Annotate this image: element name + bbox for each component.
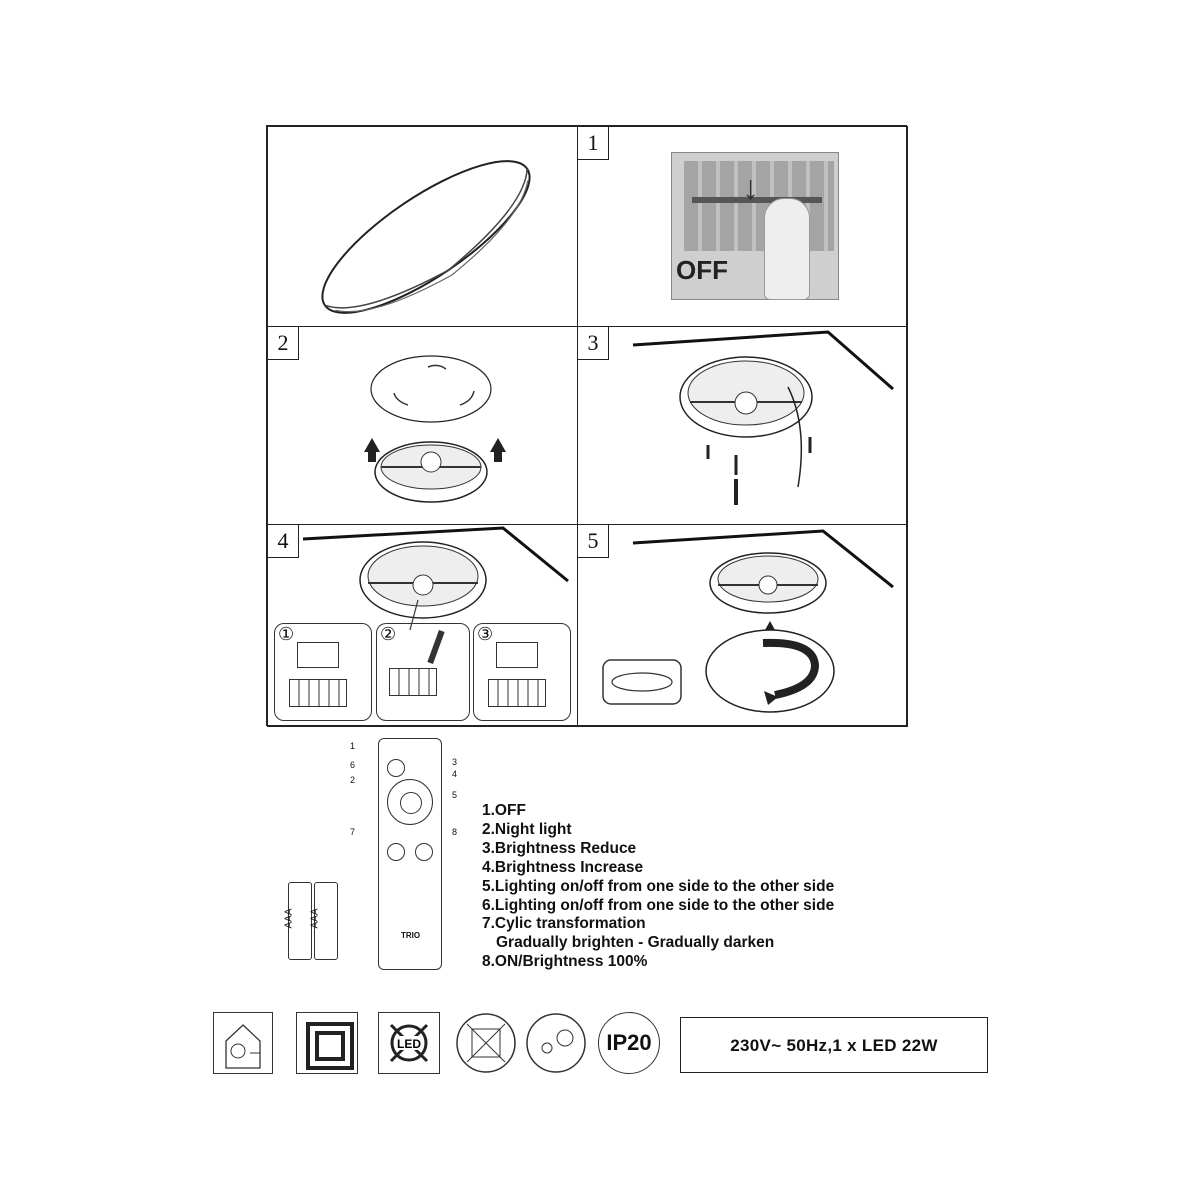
battery-label: AAA: [283, 908, 295, 929]
substep-1: ①: [274, 623, 372, 721]
protection-class-ii-icon: [296, 1012, 358, 1074]
substep-number: ③: [477, 624, 494, 644]
electrical-spec: 230V~ 50Hz,1 x LED 22W: [680, 1017, 988, 1073]
callout-8: 8: [452, 827, 458, 837]
cycle-button: [415, 843, 433, 861]
step-1-cell: 1 ↓ OFF: [577, 126, 908, 327]
legend-item: 4.Brightness Increase: [482, 858, 644, 876]
step-number: 5: [578, 525, 609, 558]
legend-item: 1.OFF: [482, 802, 526, 819]
button-legend: 1.OFF 2.Night light 3.Brightness Reduce …: [482, 802, 834, 972]
remote-brand: TRIO: [401, 931, 421, 940]
wiring-illustration: [302, 526, 569, 631]
diffuser-removal-illustration: [364, 355, 506, 503]
callout-2: 2: [350, 775, 356, 785]
ip-rating-label: IP20: [606, 1030, 652, 1055]
ip-rating-icon: IP20: [598, 1012, 660, 1074]
substep-3: ③: [473, 623, 571, 721]
step-2-cell: 2: [267, 326, 578, 525]
arrow-up-icon: [765, 621, 775, 636]
svg-text:LED: LED: [397, 1037, 421, 1051]
night-button: [387, 843, 405, 861]
changeable-light-source-icon: [213, 1012, 273, 1074]
diffuser-attach-illustration: [602, 529, 894, 713]
callout-5: 5: [452, 790, 458, 800]
callout-7: 7: [350, 827, 356, 837]
power-button: [387, 759, 405, 777]
callout-4: 4: [452, 769, 458, 779]
legend-item: 2.Night light: [482, 820, 572, 838]
minimum-distance-icon: [525, 1012, 587, 1074]
legend-item: Gradually brighten - Gradually darken: [496, 934, 775, 952]
breaker-photo: ↓ OFF: [671, 152, 839, 300]
step-number: 1: [578, 127, 609, 160]
callout-1: 1: [350, 741, 356, 751]
battery-label: AAA: [309, 908, 321, 929]
led-not-replaceable-icon: LED: [378, 1012, 440, 1074]
substep-2: ②: [376, 623, 470, 721]
step-number: 3: [578, 327, 609, 360]
substep-number: ②: [380, 624, 397, 644]
hand-icon: [764, 198, 810, 300]
remote-control: TRIO: [378, 738, 442, 970]
substep-number: ①: [278, 624, 295, 644]
battery: AAA: [310, 882, 338, 960]
product-cell: [267, 126, 578, 327]
step-5-cell: 5: [577, 524, 908, 727]
screwdriver-icon: [427, 629, 445, 665]
mounting-illustration: [632, 330, 894, 505]
arrow-up-icon: [490, 438, 506, 462]
callout-3: 3: [452, 757, 458, 767]
legend-item: 5.Lighting on/off from one side to the o…: [482, 877, 835, 895]
ceiling-lamp-illustration: [321, 160, 531, 314]
dpad: [387, 779, 433, 825]
step-4-cell: 4 ① ② ③: [267, 524, 578, 727]
legend-item: 6.Lighting on/off from one side to the o…: [482, 896, 835, 914]
arrow-up-icon: [364, 438, 380, 462]
step-3-cell: 3: [577, 326, 908, 525]
legend-item: 7.Cylic transformation: [482, 915, 646, 933]
instruction-grid: 1 ↓ OFF 2 3: [266, 125, 908, 727]
arrow-down-icon: ↓: [742, 169, 759, 207]
rotate-arrow-icon: [764, 691, 778, 705]
step-number: 4: [268, 525, 299, 558]
legend-item: 8.ON/Brightness 100%: [482, 953, 648, 971]
not-for-insulated-ceilings-icon: [455, 1012, 517, 1074]
battery: AAA: [284, 882, 312, 960]
legend-item: 3.Brightness Reduce: [482, 839, 637, 857]
step-number: 2: [268, 327, 299, 360]
callout-6: 6: [350, 760, 356, 770]
off-label: OFF: [676, 255, 728, 285]
